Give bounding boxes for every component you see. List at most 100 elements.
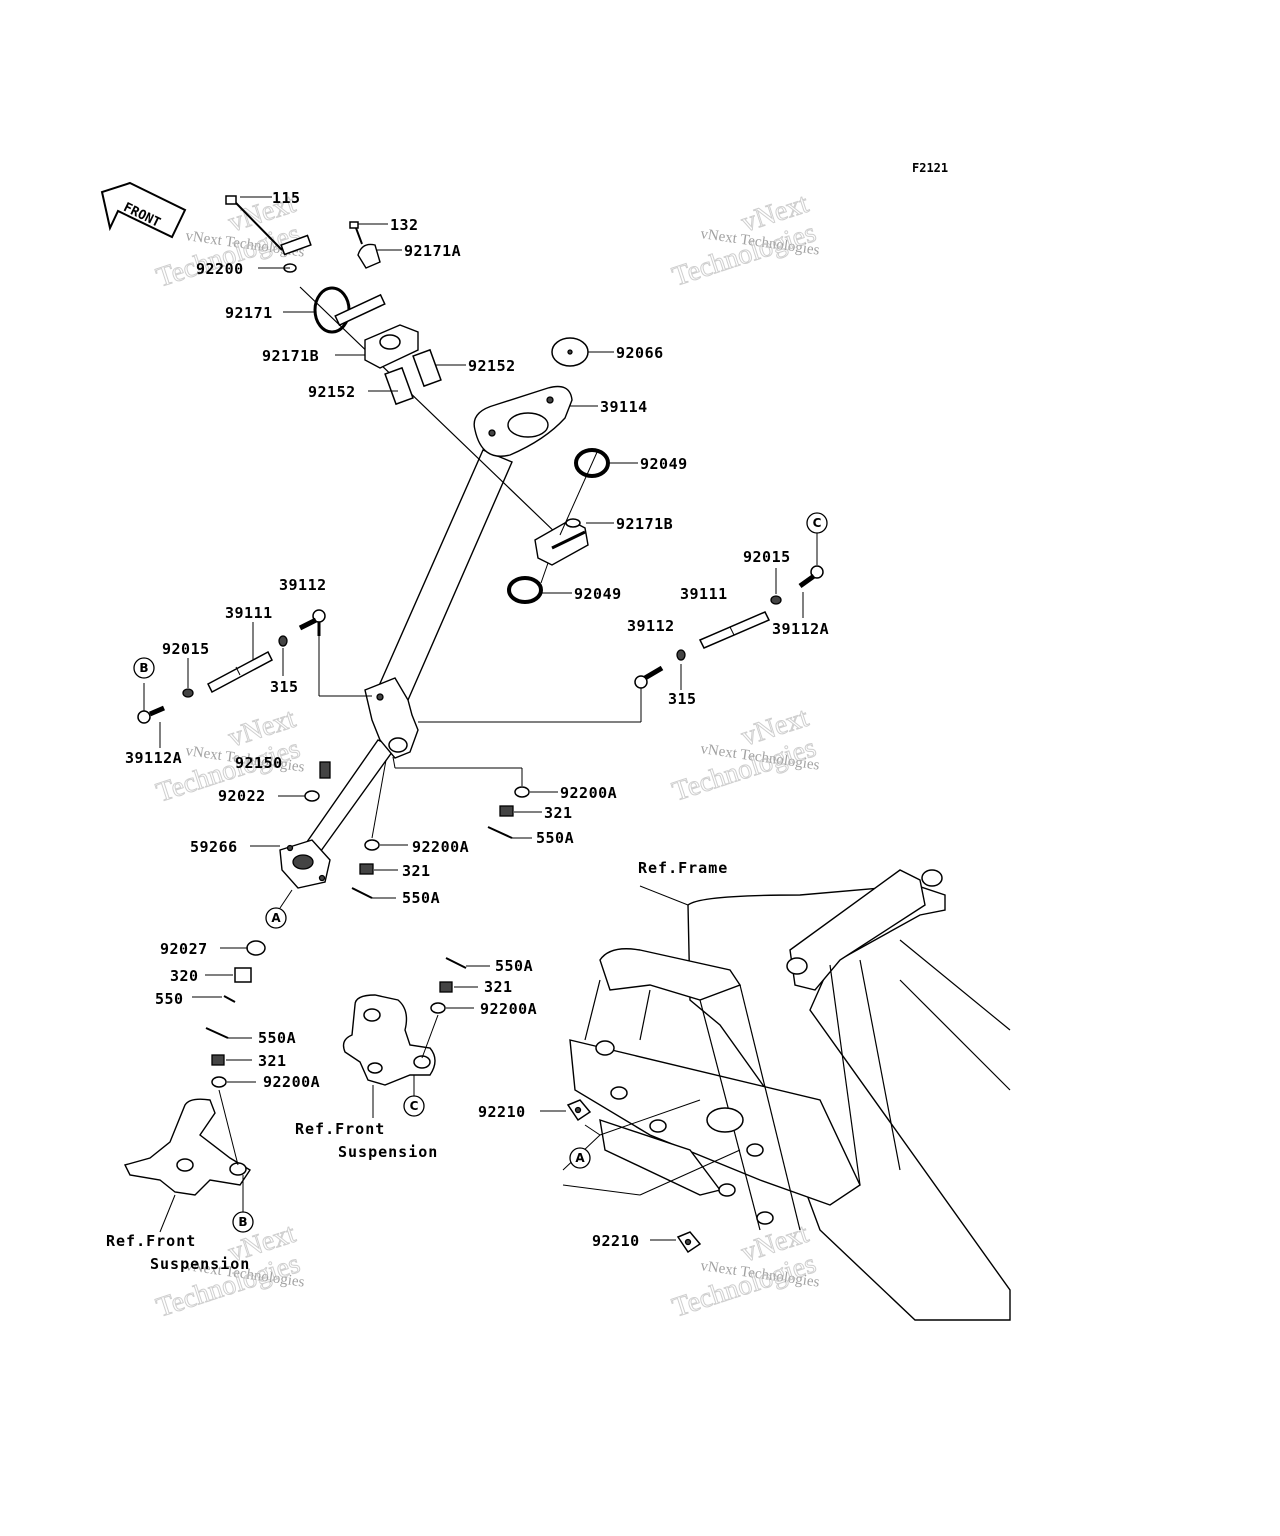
label-39114: 39114 <box>600 398 648 416</box>
label-92171B-top: 92171B <box>262 347 319 365</box>
bolt-92150 <box>319 761 331 779</box>
callout-a-frame: A <box>569 1147 591 1169</box>
reference-labels: Ref.Frame Ref.Front Suspension Ref.Front… <box>106 859 727 1273</box>
nut-92015-r <box>770 595 782 605</box>
label-39112A-l: 39112A <box>125 749 182 767</box>
label-92049-top: 92049 <box>640 455 688 473</box>
nut-321-2 <box>359 863 374 875</box>
svg-text:B: B <box>238 1215 247 1229</box>
label-92049-bottom: 92049 <box>574 585 622 603</box>
label-92200A-1: 92200A <box>560 784 617 802</box>
watermark-mid-right: vNext vNext Technologies Technologies <box>668 701 820 808</box>
ref-front-suspension-left-line2: Suspension <box>150 1255 250 1273</box>
label-321-4: 321 <box>484 978 513 996</box>
label-92171B-mid: 92171B <box>616 515 673 533</box>
label-315-r: 315 <box>668 690 697 708</box>
bearing-59266 <box>279 839 331 889</box>
label-321-3: 321 <box>258 1052 287 1070</box>
label-92210-a: 92210 <box>478 1103 526 1121</box>
label-39111-r: 39111 <box>680 585 728 603</box>
label-92200: 92200 <box>196 260 244 278</box>
label-321-1: 321 <box>544 804 573 822</box>
bolt-115 <box>225 195 312 256</box>
label-315-l: 315 <box>270 678 299 696</box>
cotter-550A-3 <box>205 1027 229 1039</box>
cotter-550A-1 <box>487 826 513 839</box>
part-labels: 115 132 92171A 92200 92171 92171B 92152 … <box>125 189 829 1250</box>
label-92066: 92066 <box>616 344 664 362</box>
label-550A-1: 550A <box>536 829 574 847</box>
label-92015-l: 92015 <box>162 640 210 658</box>
nut-315-l <box>278 635 288 647</box>
knuckle-center <box>342 994 436 1086</box>
label-132: 132 <box>390 216 419 234</box>
collar-92152-a <box>412 348 442 388</box>
callout-c-knuckle: C <box>403 1095 425 1117</box>
washer-92200A-3 <box>211 1076 227 1088</box>
pitman-arm <box>364 677 419 759</box>
washer-92027 <box>246 940 266 956</box>
o-ring-92049-bottom <box>507 576 543 604</box>
label-92152-b: 92152 <box>308 383 356 401</box>
front-arrow-icon: FRONT <box>100 181 187 239</box>
ref-front-suspension-left-line1: Ref.Front <box>106 1232 196 1250</box>
knuckle-left <box>123 1098 251 1196</box>
tie-rod-end-39112A-left <box>137 705 165 724</box>
label-92152-a: 92152 <box>468 357 516 375</box>
label-59266: 59266 <box>190 838 238 856</box>
label-92171A: 92171A <box>404 242 461 260</box>
svg-text:C: C <box>410 1099 419 1113</box>
label-92200A-4: 92200A <box>480 1000 537 1018</box>
nut-321-4 <box>439 981 453 993</box>
clip-92210-b <box>676 1231 702 1254</box>
washer-92200A-1 <box>514 786 530 798</box>
bolt-132 <box>349 221 363 245</box>
label-321-2: 321 <box>402 862 431 880</box>
handlebar-holder-39114 <box>473 385 573 457</box>
svg-text:C: C <box>813 516 822 530</box>
label-92150: 92150 <box>235 754 283 772</box>
nut-315-r <box>676 649 686 661</box>
tie-rod-39111-left <box>207 650 273 694</box>
nut-320 <box>234 967 252 983</box>
svg-text:A: A <box>575 1151 585 1165</box>
label-92200A-3: 92200A <box>263 1073 320 1091</box>
callout-c-top: C <box>806 512 828 534</box>
label-39112-r: 39112 <box>627 617 675 635</box>
cotter-550A-4 <box>445 957 467 969</box>
clamp-92171B-mid <box>534 518 589 566</box>
clip-92210-a <box>566 1099 592 1122</box>
tie-rod-end-39112-right <box>634 665 664 689</box>
callout-b-left: B <box>133 657 155 679</box>
label-92015-r: 92015 <box>743 548 791 566</box>
cotter-550A-2 <box>351 887 373 899</box>
label-550A-4: 550A <box>495 957 533 975</box>
collar-92152-b <box>384 366 414 406</box>
tie-rod-end-39112-left <box>298 609 326 636</box>
label-92027: 92027 <box>160 940 208 958</box>
label-550A-3: 550A <box>258 1029 296 1047</box>
washer-92200A-2 <box>364 839 380 851</box>
label-39112-l: 39112 <box>279 576 327 594</box>
callout-b-knuckle: B <box>232 1211 254 1233</box>
label-115: 115 <box>272 189 301 207</box>
label-320: 320 <box>170 967 199 985</box>
label-92200A-2: 92200A <box>412 838 469 856</box>
label-92022: 92022 <box>218 787 266 805</box>
nut-321-3 <box>211 1054 225 1066</box>
leader-lines <box>143 196 818 1241</box>
clip-92171A <box>357 243 381 269</box>
washer-92022 <box>304 790 320 802</box>
label-39112A-r: 39112A <box>772 620 829 638</box>
label-550: 550 <box>155 990 184 1008</box>
callout-a-shaft: A <box>265 907 287 929</box>
nut-321-1 <box>499 805 514 817</box>
svg-text:A: A <box>271 911 281 925</box>
nut-92015-l <box>182 688 194 698</box>
svg-text:B: B <box>139 661 148 675</box>
ref-front-suspension-center-line1: Ref.Front <box>295 1120 385 1138</box>
washer-92200A-4 <box>430 1002 446 1014</box>
tie-rod-end-39112A-right <box>798 565 824 589</box>
cable-band-92171 <box>313 286 386 334</box>
